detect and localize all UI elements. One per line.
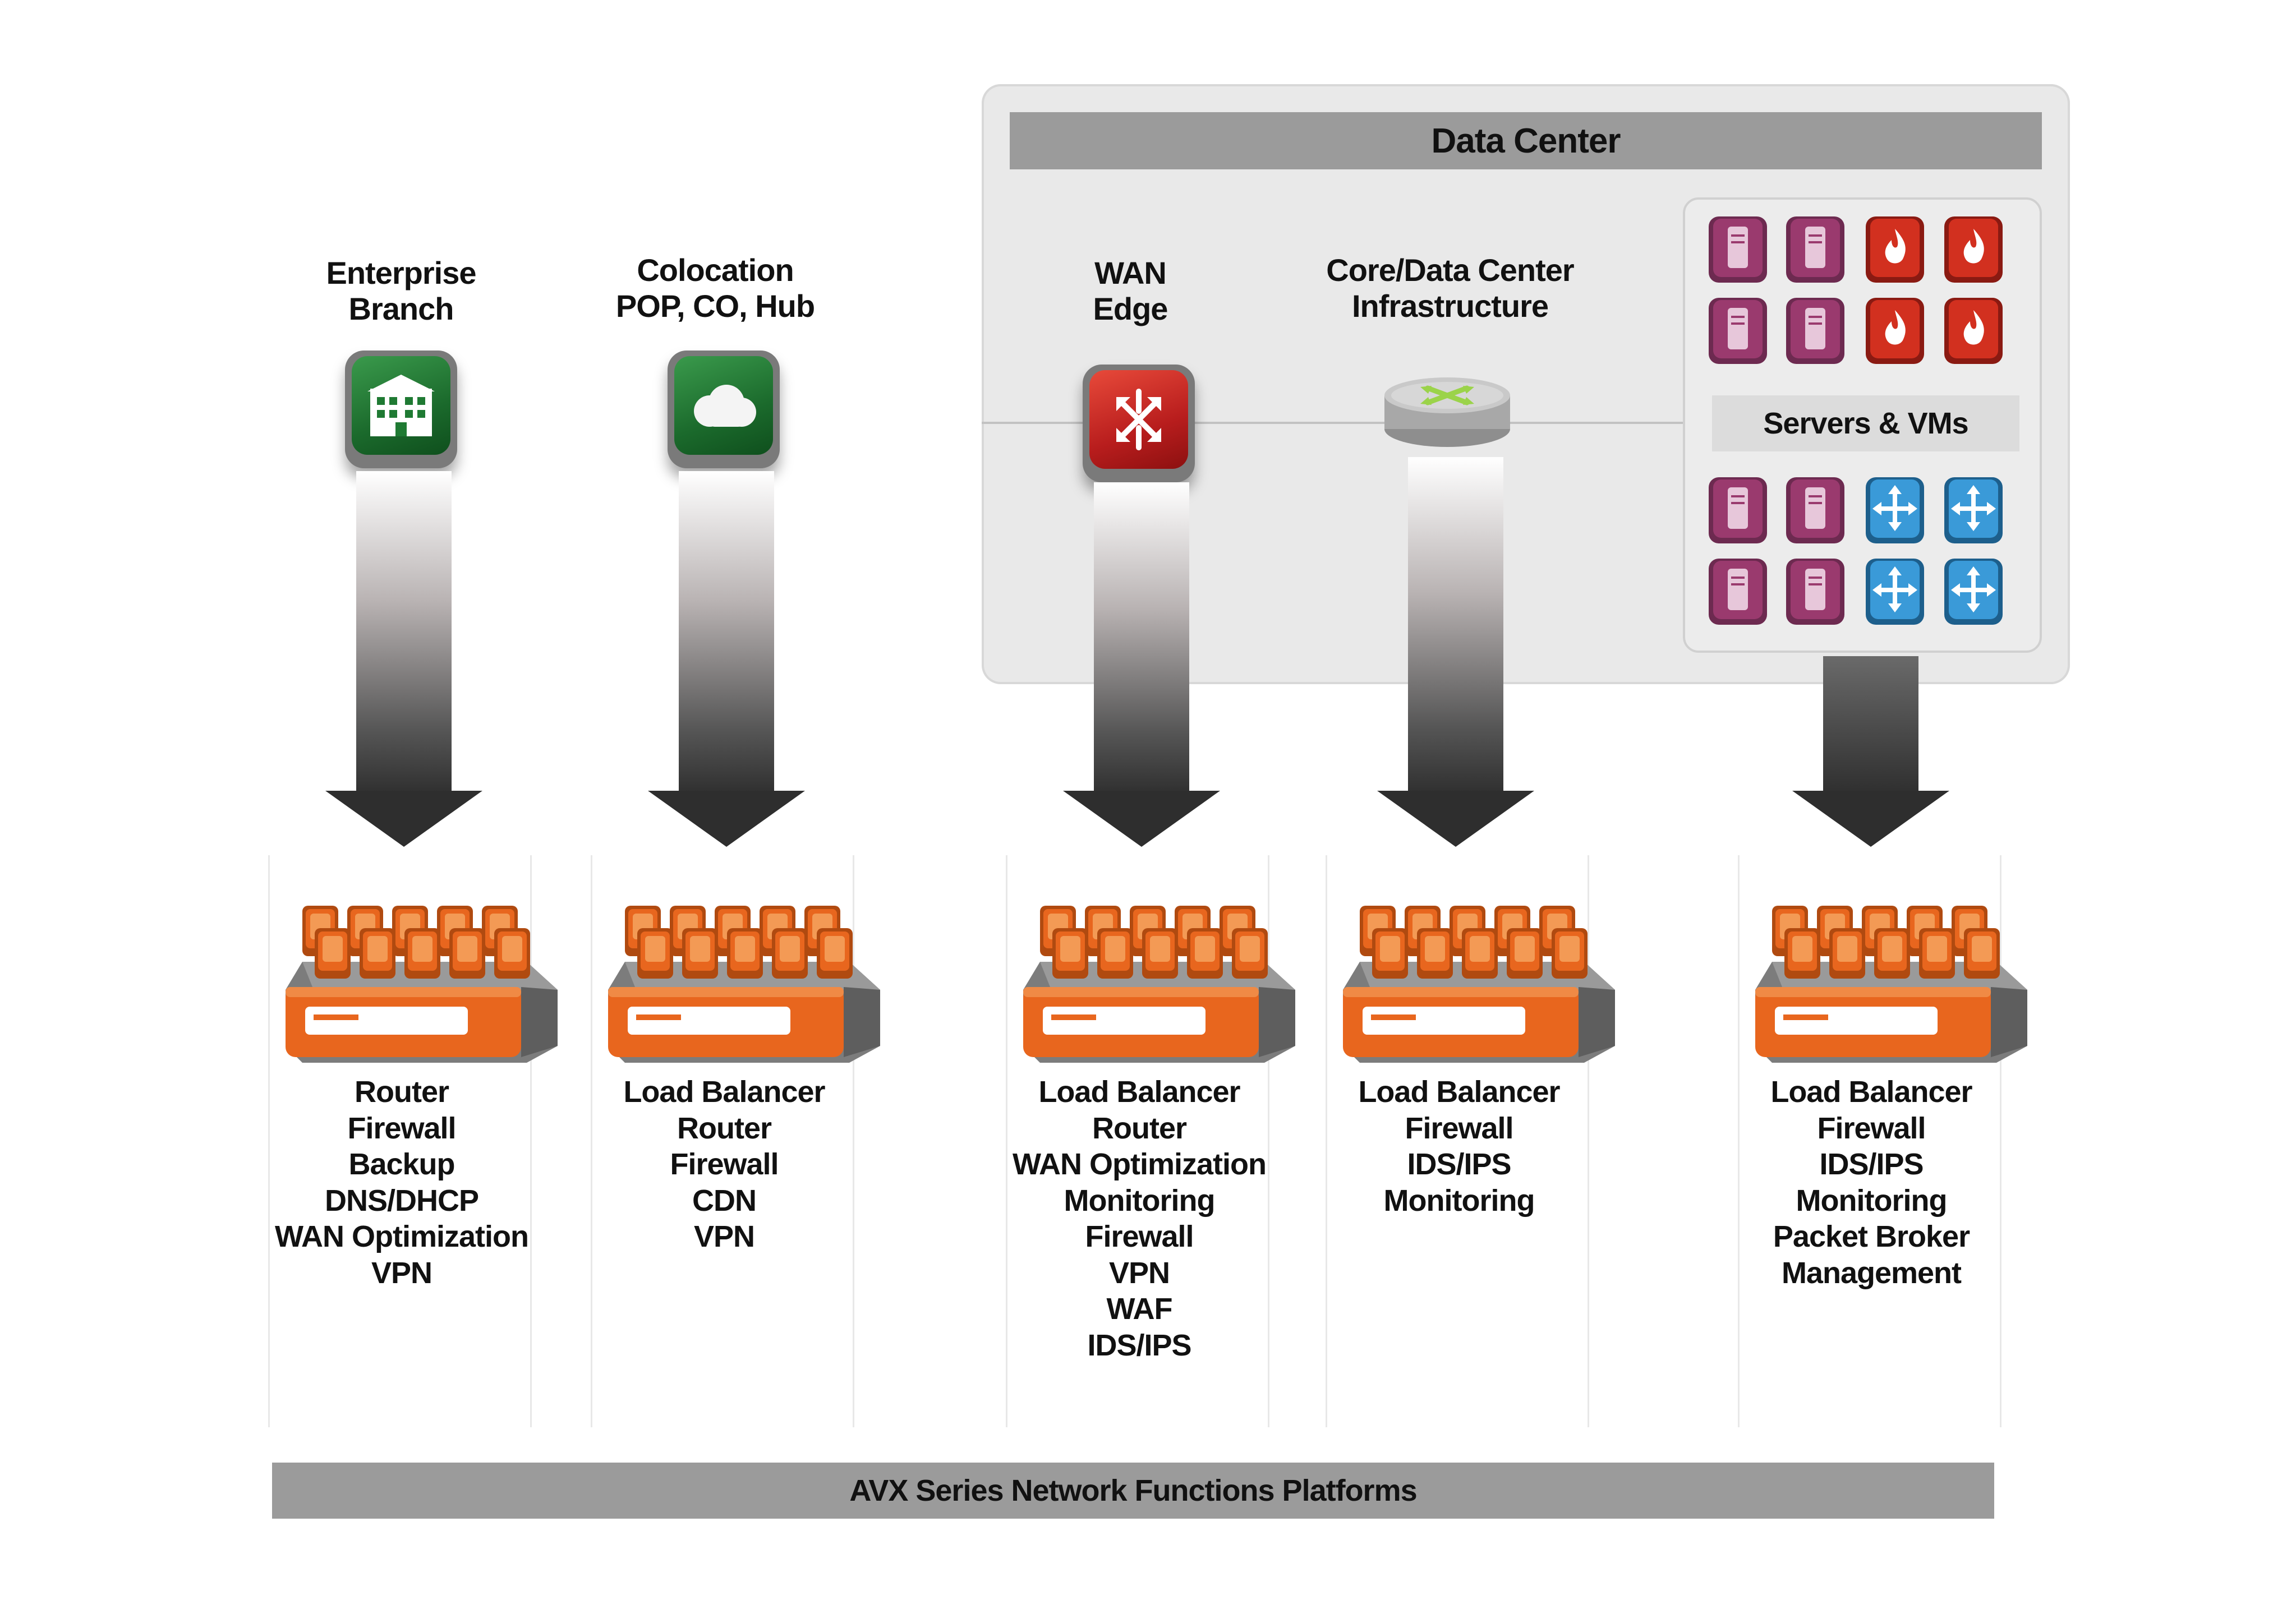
vm-icon (1944, 477, 2003, 543)
function-item: Packet Broker (1773, 1220, 1970, 1253)
server-icon (1786, 298, 1844, 364)
function-item: Backup (348, 1147, 455, 1181)
server-icon (1709, 216, 1767, 283)
function-item: Load Balancer (1770, 1075, 1972, 1109)
function-item: Load Balancer (1038, 1075, 1240, 1109)
arrow-head (325, 791, 482, 847)
appliance-icon (608, 906, 880, 1063)
function-item: WAN Optimization (1013, 1147, 1267, 1181)
function-item: VPN (371, 1256, 432, 1290)
function-item: Management (1781, 1256, 1962, 1290)
appliance-icon (1343, 906, 1615, 1063)
arrow-colocation (648, 471, 805, 847)
data-center-title: Data Center (1010, 112, 2042, 169)
server-icon (1786, 216, 1844, 283)
vm-icon (1866, 559, 1924, 625)
server-icon (1709, 298, 1767, 364)
arrow-branch (325, 471, 482, 847)
function-item: WAF (1106, 1292, 1173, 1326)
function-item: Firewall (1817, 1111, 1926, 1145)
firewall-icon (1944, 216, 2003, 283)
server-icon (1786, 559, 1844, 625)
arrow-shaft (356, 471, 452, 796)
router-icon (1083, 365, 1195, 482)
arrow-shaft (1408, 457, 1503, 796)
function-item: DNS/DHCP (324, 1183, 479, 1218)
arrow-wan-edge (1063, 482, 1220, 847)
server-icon (1786, 477, 1844, 543)
location-label-line: Colocation (637, 252, 794, 288)
function-item: IDS/IPS (1407, 1147, 1511, 1181)
location-label-line: POP, CO, Hub (615, 288, 815, 324)
firewall-icon (1866, 216, 1924, 283)
servers-vms-label: Servers & VMs (1712, 395, 2019, 451)
arrow-head (1377, 791, 1534, 847)
function-item: VPN (1108, 1256, 1170, 1290)
location-label-line: Core/Data Center (1326, 252, 1574, 288)
arrow-shaft (1094, 482, 1189, 796)
arrow-head (648, 791, 805, 847)
location-label-line: Branch (348, 291, 454, 326)
appliance-icon (1023, 906, 1295, 1063)
arrow-head (1063, 791, 1220, 847)
arrow-head (1792, 791, 1949, 847)
location-label-line: Enterprise (326, 255, 477, 290)
function-item: Firewall (670, 1147, 779, 1181)
vm-icon (1866, 477, 1924, 543)
function-item: Router (677, 1111, 772, 1145)
arrow-core (1377, 457, 1534, 847)
platform-bar: AVX Series Network Functions Platforms (272, 1463, 1994, 1519)
firewall-icon (1866, 298, 1924, 364)
appliance-icon (286, 906, 558, 1063)
arrow-servers (1792, 656, 1949, 847)
function-item: Load Balancer (623, 1075, 825, 1109)
function-item: Monitoring (1064, 1183, 1216, 1218)
location-label-line: Edge (1093, 291, 1168, 326)
function-item: Router (355, 1075, 449, 1109)
location-label-core-dc: Core/Data Center Infrastructure (1282, 252, 1618, 324)
arrow-shaft (679, 471, 774, 796)
arrow-shaft (1823, 656, 1918, 796)
function-item: IDS/IPS (1819, 1147, 1924, 1181)
function-item: Monitoring (1796, 1183, 1948, 1218)
dc-connector-line (982, 422, 1683, 424)
function-item: Firewall (347, 1111, 456, 1145)
location-label-line: WAN (1094, 255, 1167, 290)
function-item: VPN (693, 1220, 755, 1253)
function-item: Firewall (1405, 1111, 1513, 1145)
vm-icon (1944, 559, 2003, 625)
function-item: Router (1092, 1111, 1187, 1145)
function-item: IDS/IPS (1087, 1328, 1191, 1362)
server-icon (1709, 559, 1767, 625)
function-item: WAN Optimization (275, 1220, 529, 1253)
location-label-enterprise-branch: Enterprise Branch (233, 255, 569, 327)
function-item: Load Balancer (1358, 1075, 1560, 1109)
location-label-line: Infrastructure (1351, 288, 1549, 324)
function-item: Firewall (1085, 1220, 1194, 1253)
function-item: CDN (692, 1183, 757, 1218)
location-label-wan-edge: WAN Edge (962, 255, 1299, 327)
location-label-colocation: Colocation POP, CO, Hub (547, 252, 884, 324)
server-icon (1709, 477, 1767, 543)
function-item: Monitoring (1383, 1183, 1535, 1218)
switch-icon (1384, 377, 1510, 447)
building-icon (345, 351, 457, 468)
appliance-icon (1755, 906, 2027, 1063)
cloud-icon (668, 351, 780, 468)
firewall-icon (1944, 298, 2003, 364)
